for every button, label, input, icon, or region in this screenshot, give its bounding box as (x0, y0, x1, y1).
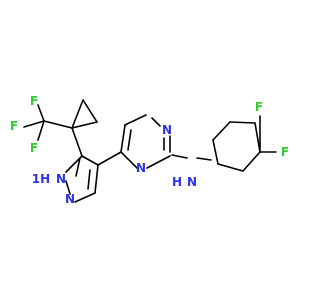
atom-label-n: N (162, 123, 172, 137)
background (0, 0, 300, 300)
bond (212, 139, 219, 165)
bond (124, 114, 147, 126)
bond (254, 122, 261, 153)
bond (37, 104, 45, 122)
bond-layer (23, 99, 277, 203)
bond (217, 163, 244, 172)
atom-label-f: F (255, 100, 263, 114)
bond (94, 164, 99, 194)
bond (82, 99, 98, 123)
bond (71, 127, 83, 157)
bond (71, 99, 84, 129)
bond (97, 151, 122, 166)
atom-label-n: N (136, 161, 146, 175)
bond (229, 121, 256, 124)
atom-label-f: F (281, 145, 289, 159)
bond (43, 120, 73, 129)
bond (212, 121, 231, 141)
atom-label-f: F (10, 119, 18, 133)
atom-label-n: N (65, 192, 75, 206)
atom-label-h: H (172, 175, 182, 189)
molecule-structure: F F N H N N 1H N N F F F (0, 0, 300, 300)
bond (75, 157, 81, 177)
bond (127, 129, 132, 151)
atom-label-f: F (30, 94, 38, 108)
bond (196, 157, 212, 161)
bond (81, 155, 99, 166)
bond (23, 120, 45, 128)
bond (65, 180, 71, 195)
atom-label-n: N (56, 172, 66, 186)
atom-label-n: N (187, 175, 197, 189)
atom-label-1h: 1H (32, 172, 50, 186)
atom-label-f: F (30, 141, 38, 155)
bond (74, 192, 96, 203)
bond (120, 151, 138, 169)
bond (146, 155, 171, 169)
bond (37, 120, 45, 141)
bond (71, 121, 98, 129)
bond (242, 151, 261, 172)
bond (171, 154, 188, 159)
bond (87, 169, 91, 190)
bond (151, 117, 161, 127)
atom-label-layer: F F N H N N 1H N N F F F (10, 94, 289, 206)
bond (120, 124, 126, 153)
